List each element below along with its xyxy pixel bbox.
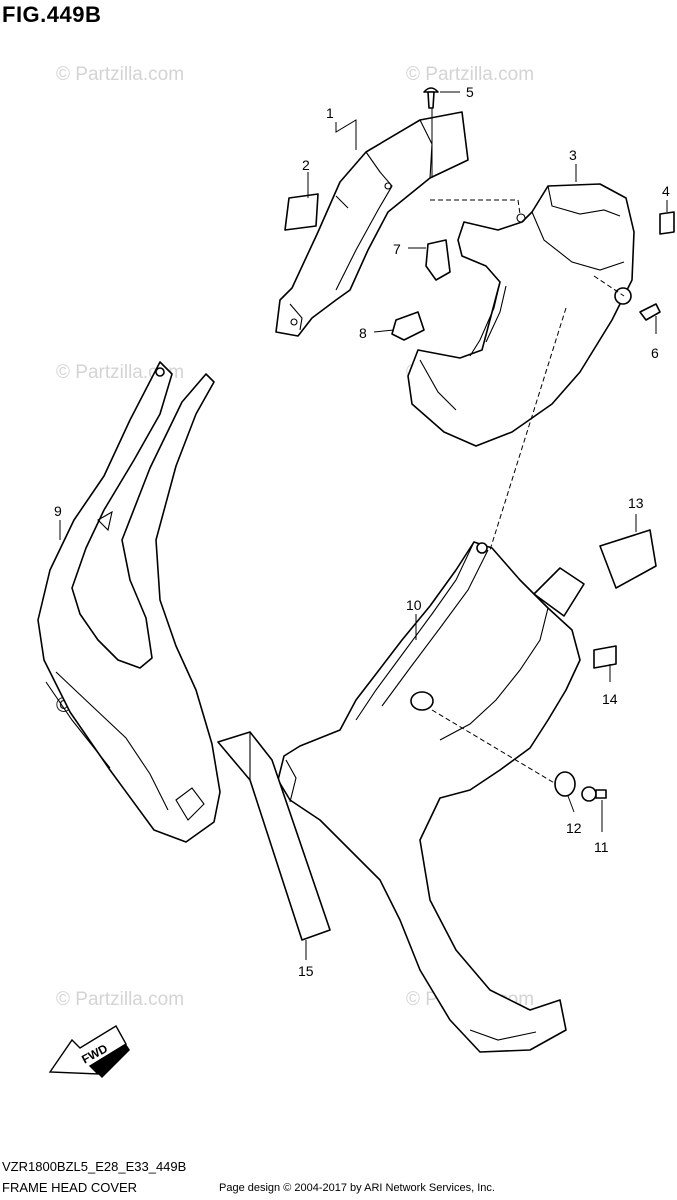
part-4-clip bbox=[659, 211, 675, 235]
part-3-upper-cover bbox=[407, 183, 635, 447]
part-7-pad bbox=[425, 239, 451, 281]
callout-11: 11 bbox=[594, 839, 609, 855]
callout-13: 13 bbox=[628, 495, 644, 511]
leader-lines bbox=[59, 91, 668, 960]
part-8-pad bbox=[391, 311, 425, 341]
callout-6: 6 bbox=[651, 345, 659, 361]
callout-2: 2 bbox=[302, 157, 310, 173]
part-13-sticker bbox=[599, 529, 657, 589]
callout-4: 4 bbox=[662, 183, 670, 199]
callout-14: 14 bbox=[602, 691, 618, 707]
callout-9: 9 bbox=[54, 503, 62, 519]
part-10-main-cover bbox=[277, 541, 585, 1053]
part-6-screw bbox=[639, 303, 661, 321]
watermark: © Partzilla.com bbox=[406, 64, 534, 85]
callout-15: 15 bbox=[298, 963, 314, 979]
callouts: 1 2 3 4 5 6 7 8 9 10 11 12 13 14 15 bbox=[54, 84, 670, 979]
part-5-screw bbox=[423, 87, 439, 109]
part-1-inner-cover bbox=[275, 111, 469, 337]
part-15-strip bbox=[217, 731, 331, 941]
callout-1: 1 bbox=[326, 105, 334, 121]
callout-3: 3 bbox=[569, 147, 577, 163]
section-name: FRAME HEAD COVER bbox=[2, 1180, 138, 1195]
model-code: VZR1800BZL5_E28_E33_449B bbox=[2, 1159, 187, 1174]
page-credit: Page design © 2004-2017 by ARI Network S… bbox=[219, 1182, 495, 1194]
watermark: © Partzilla.com bbox=[56, 989, 184, 1010]
part-2-label-sticker bbox=[284, 193, 319, 231]
callout-5: 5 bbox=[466, 84, 474, 100]
part-9-left-cover bbox=[37, 361, 221, 843]
part-12-grommet bbox=[554, 771, 576, 797]
callout-8: 8 bbox=[359, 325, 367, 341]
callout-7: 7 bbox=[393, 241, 401, 257]
callout-10: 10 bbox=[406, 597, 422, 613]
watermark: © Partzilla.com bbox=[56, 64, 184, 85]
callout-12: 12 bbox=[566, 820, 582, 836]
part-14-clip bbox=[593, 645, 617, 669]
part-11-bolt bbox=[581, 786, 607, 802]
fwd-arrow-badge: FWD bbox=[48, 1025, 130, 1078]
figure-title: FIG.449B bbox=[2, 2, 102, 27]
